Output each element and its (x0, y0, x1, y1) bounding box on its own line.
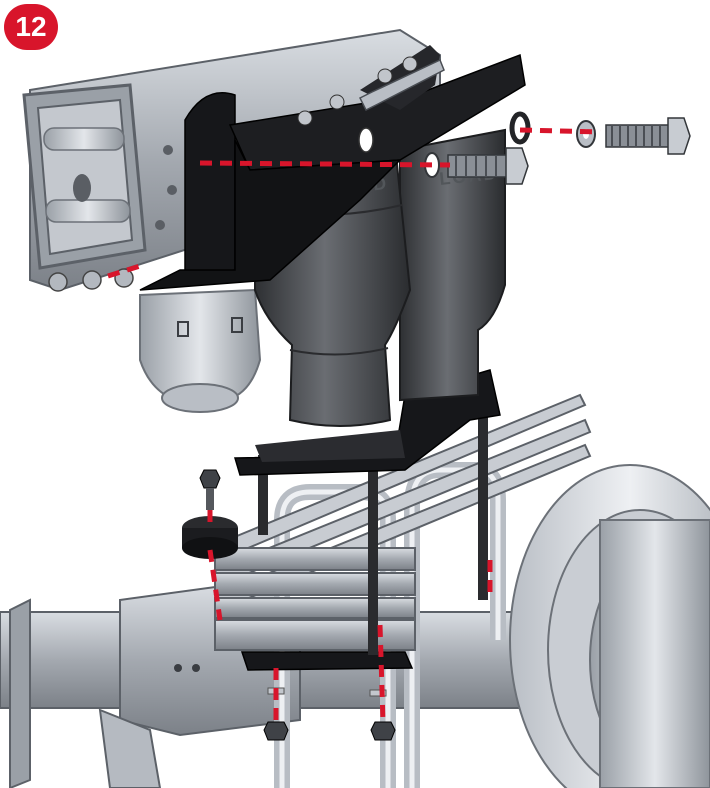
bolt-icon (424, 147, 529, 185)
assembly-guide-lines (107, 127, 601, 723)
guide-line-frame-bolt (199, 160, 451, 168)
nut-icon (82, 270, 102, 290)
threaded-rod (258, 455, 268, 535)
nut-icon (263, 721, 289, 741)
brake-rotor (509, 464, 710, 788)
lower-clamp-plate (240, 651, 414, 741)
bump-stop (139, 288, 262, 413)
air-spring-rear (399, 128, 506, 402)
bolt-icon (329, 94, 345, 110)
bolt-icon (377, 68, 393, 84)
spacer-block (182, 469, 238, 559)
guide-line-spacer-to-seat (207, 549, 223, 621)
lower-mount-bracket (98, 708, 162, 788)
nut-icon (370, 721, 396, 741)
upper-mount-bracket (139, 45, 526, 291)
bolt-icon (605, 117, 691, 155)
air-line-fitting (358, 58, 445, 112)
frame-bolts (48, 268, 134, 292)
step-number-badge: 12 (4, 4, 58, 50)
threaded-rod (368, 455, 378, 655)
bolt-icon (199, 469, 221, 489)
guide-line-frame-bolt-left (107, 263, 141, 279)
leaf-spring-pack (213, 393, 592, 651)
bolt-icon (297, 110, 313, 126)
guide-line-upper-bolt (519, 127, 601, 135)
bolt-icon (402, 56, 418, 72)
guide-line-u-bolt-right (377, 624, 386, 723)
nut-icon (48, 272, 68, 292)
threaded-rod (478, 400, 488, 600)
